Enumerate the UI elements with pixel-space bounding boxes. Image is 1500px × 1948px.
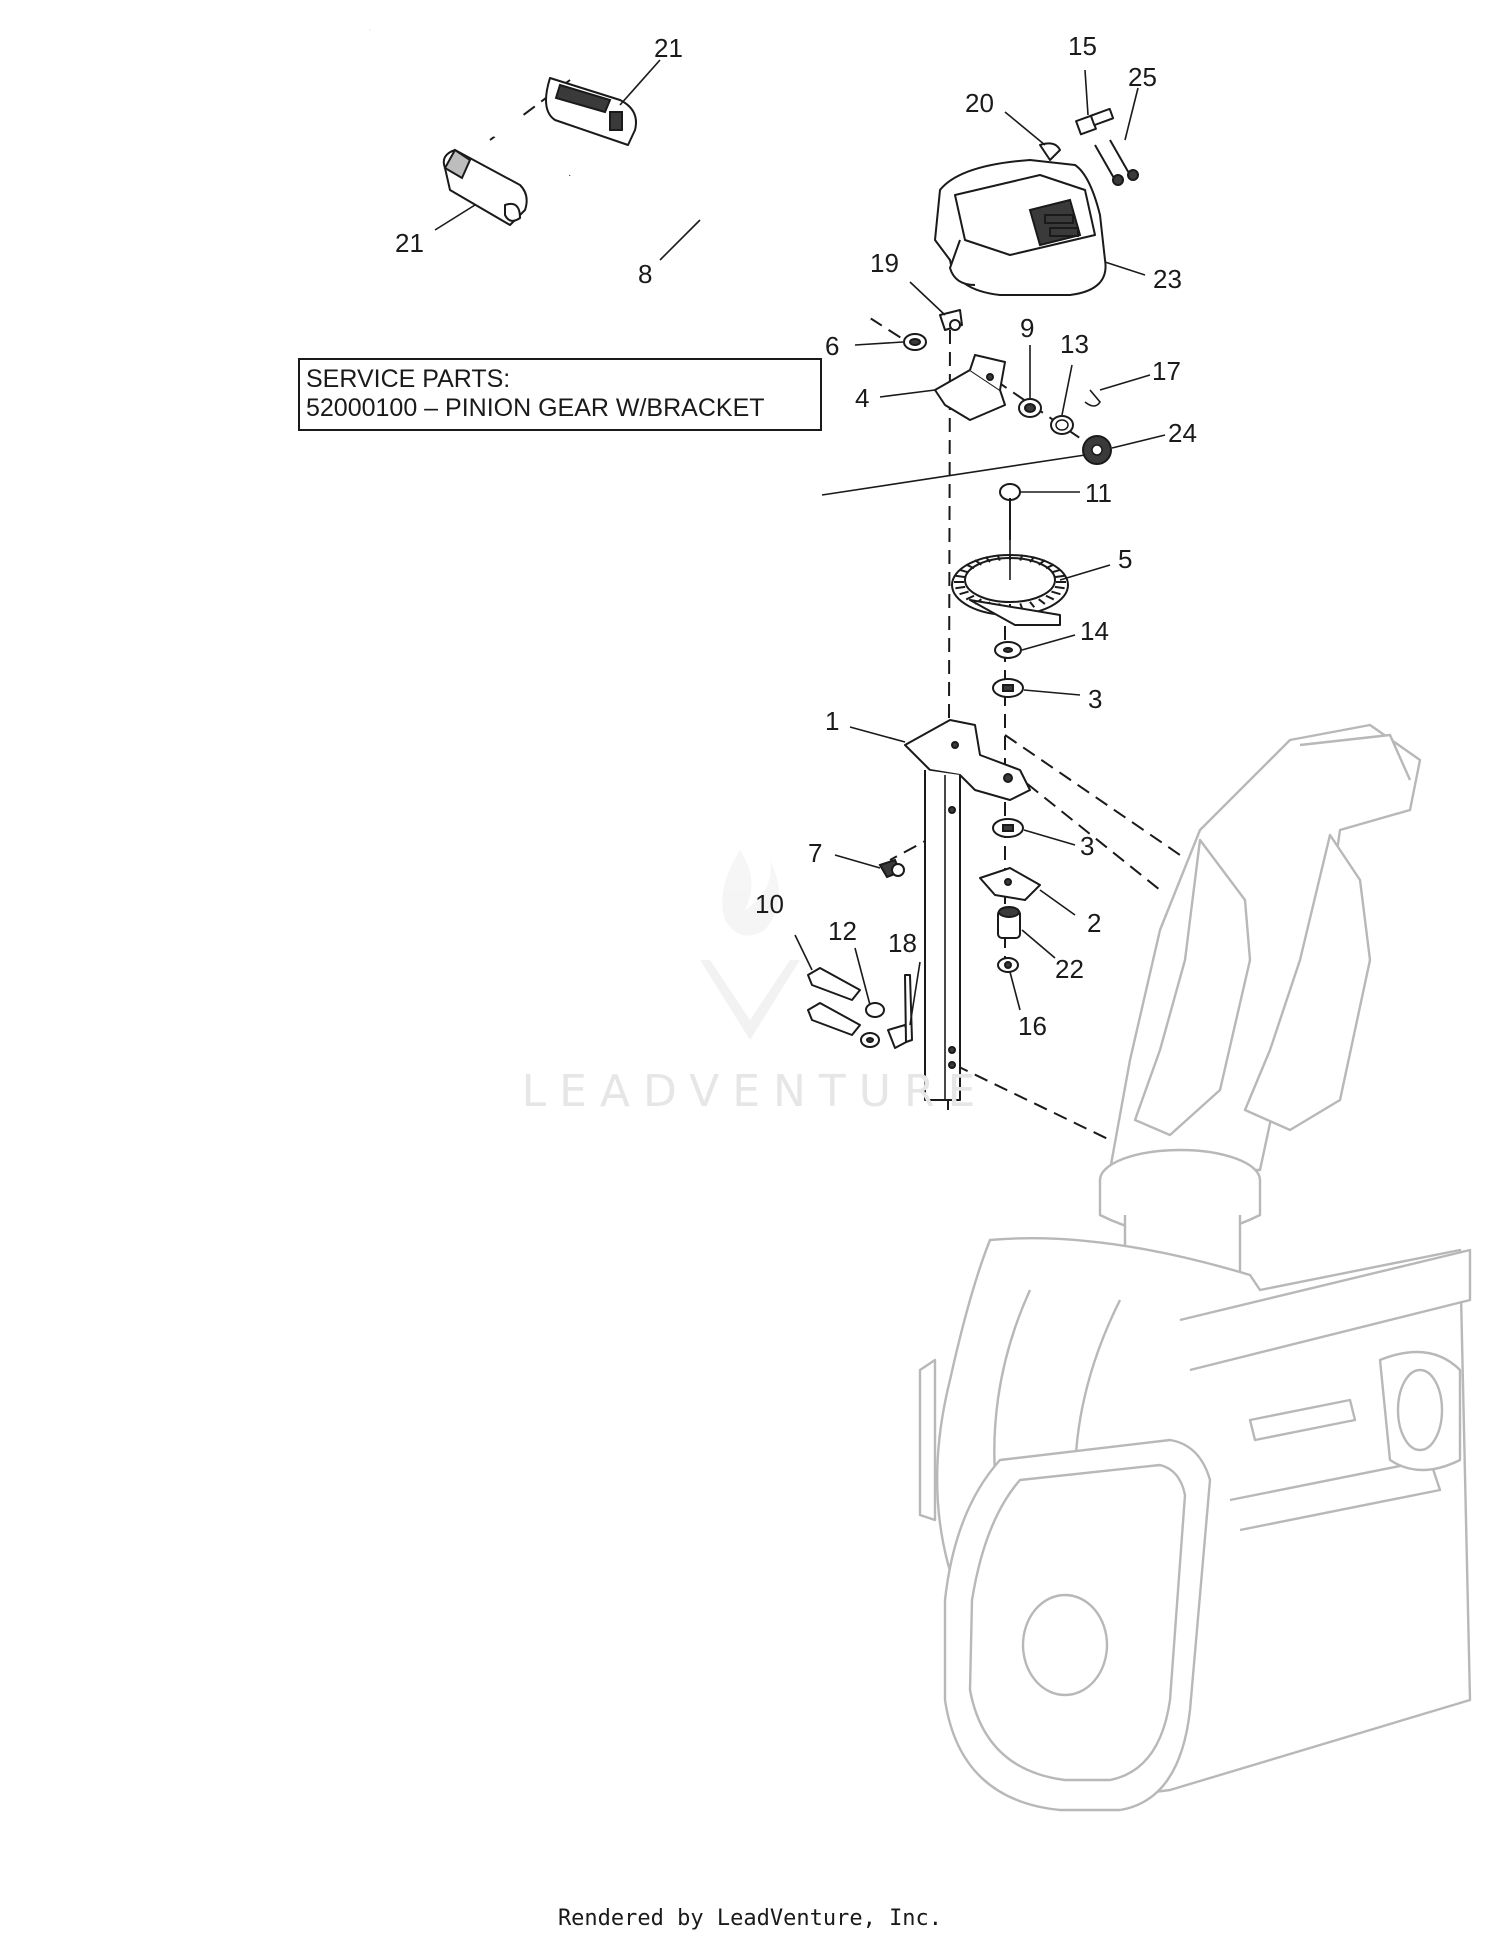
callout-14: 14: [1080, 616, 1109, 646]
callout-15: 15: [1068, 31, 1097, 61]
watermark-logo: [700, 850, 800, 1040]
part-20-clip: [1039, 142, 1061, 161]
gear-tooth: [996, 554, 1001, 561]
gear-tooth: [984, 556, 991, 563]
callout-22: 22: [1055, 954, 1084, 984]
part-18-clamp: [887, 974, 913, 1049]
callout-3-upper: 3: [1088, 684, 1102, 714]
gear-tooth: [1038, 598, 1046, 605]
part-3-washer-lower: [992, 818, 1024, 838]
callout-6: 6: [825, 331, 839, 361]
part-24-pinion-gear: [1082, 435, 1112, 465]
gear-tooth: [1038, 559, 1046, 566]
gear-tooth: [959, 590, 969, 596]
callout-12: 12: [828, 916, 857, 946]
render-credit: Rendered by LeadVenture, Inc.: [557, 1906, 943, 1931]
gear-tooth: [1019, 554, 1024, 561]
callout-1: 1: [825, 706, 839, 736]
gear-tooth: [1029, 556, 1036, 563]
callout-2: 2: [1087, 908, 1101, 938]
part-1-chute-bracket: [904, 719, 1031, 1101]
callout-25: 25: [1128, 62, 1157, 92]
leader-lines: [434, 59, 1166, 1026]
service-parts-detail: 52000100 – PINION GEAR W/BRACKET: [306, 394, 765, 422]
gear-tooth: [959, 568, 969, 574]
callout-5: 5: [1118, 544, 1132, 574]
part-23-control-cover: [934, 159, 1107, 296]
ghost-auger-housing: [918, 723, 1472, 1812]
gear-tooth: [1054, 585, 1065, 590]
callout-24: 24: [1168, 418, 1197, 448]
callout-labels: 21 21 8 15 25 20 23 19 6 9 13 17 4 24 11…: [395, 31, 1197, 1041]
part-16-bolt: [997, 957, 1019, 973]
callout-17: 17: [1152, 356, 1181, 386]
part-12-nuts: [860, 1002, 885, 1048]
part-22-spacer: [997, 906, 1021, 939]
gear-tooth: [965, 563, 975, 570]
callout-23: 23: [1153, 264, 1182, 294]
part-2-plate: [979, 867, 1041, 901]
part-25-screws: [1094, 139, 1139, 186]
callout-11: 11: [1085, 478, 1112, 508]
callout-16: 16: [1018, 1011, 1047, 1041]
callout-18: 18: [888, 928, 917, 958]
service-parts-box: SERVICE PARTS: 52000100 – PINION GEAR W/…: [298, 358, 822, 431]
part-14-washer: [994, 641, 1022, 659]
part-5-ring-gear: [951, 540, 1069, 626]
gear-tooth: [1029, 601, 1036, 608]
gear-tooth: [955, 574, 966, 579]
service-parts-heading: SERVICE PARTS:: [306, 365, 511, 393]
part-17-cotter-pin: [1084, 389, 1101, 407]
callout-19: 19: [870, 248, 899, 278]
callout-7: 7: [808, 838, 822, 868]
part-6-bushing: [903, 333, 927, 351]
callout-21-lower: 21: [395, 228, 424, 258]
gear-tooth: [965, 594, 975, 601]
part-21-grip-lower: [442, 148, 528, 226]
part-19-screw: [939, 309, 963, 331]
part-15-bolt: [1075, 107, 1115, 136]
part-4-bracket: [934, 354, 1006, 421]
gear-tooth: [1045, 594, 1055, 601]
gear-tooth: [1051, 568, 1061, 574]
gear-tooth: [1054, 574, 1065, 579]
callout-8: 8: [638, 259, 652, 289]
part-11-pin: [999, 483, 1021, 540]
callout-13: 13: [1060, 329, 1089, 359]
callout-20: 20: [965, 88, 994, 118]
part-10-bolts: [807, 967, 861, 1036]
callout-9: 9: [1020, 313, 1034, 343]
part-21-grip-upper: [545, 77, 637, 146]
callout-3-lower: 3: [1080, 831, 1094, 861]
part-8-chute-crank-rod: [368, 27, 872, 323]
gear-tooth: [955, 585, 966, 590]
gear-tooth: [1045, 563, 1055, 570]
part-3-washer-upper: [992, 678, 1024, 698]
watermark-text: LEADVENTURE: [521, 1066, 989, 1117]
callout-4: 4: [855, 383, 869, 413]
part-13-ring: [1050, 415, 1074, 435]
callout-10: 10: [755, 889, 784, 919]
part-9-washer: [1018, 398, 1042, 418]
gear-tooth: [974, 559, 982, 566]
part-7-nut: [878, 858, 905, 879]
gear-tooth: [1051, 590, 1061, 596]
callout-21-upper: 21: [654, 33, 683, 63]
